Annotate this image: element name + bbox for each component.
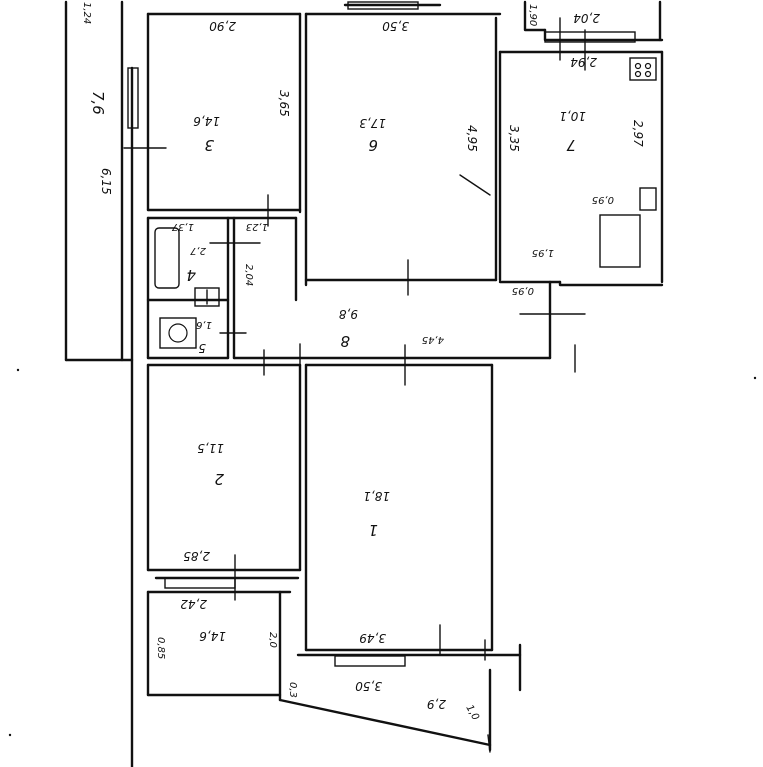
room-4-number: 4 <box>186 266 196 284</box>
dim-top-right-upper: 2,04 <box>573 11 600 25</box>
dim-small-a: 0,3 <box>287 682 298 698</box>
walls <box>64 0 664 767</box>
room-5-number: 5 <box>198 341 206 355</box>
dim-kitchen-small-b: 1,95 <box>532 247 554 258</box>
room-8-area: 9,8 <box>339 307 358 321</box>
room-1-number: 1 <box>368 521 378 539</box>
dim-room2-width: 2,85 <box>183 549 210 563</box>
room-labels: 1 18,1 2 11,5 3 14,6 6 17,3 7 10,1 8 9,8… <box>89 91 586 539</box>
dim-loggia-length: 6,15 <box>99 168 113 195</box>
windows-and-ticks <box>8 1 757 753</box>
dim-bath-width: 1,37 <box>171 221 194 232</box>
room-6-number: 6 <box>368 136 378 154</box>
dim-room3-height: 3,65 <box>277 90 291 117</box>
dim-hall-step: 0,95 <box>512 285 534 296</box>
dim-top-right-width: 2,94 <box>570 55 597 69</box>
room-7-area: 10,1 <box>559 109 586 123</box>
dim-hall-length: 4,45 <box>422 334 444 345</box>
dim-room1-width: 3,49 <box>359 631 386 645</box>
dim-top-mid-width: 3,50 <box>382 19 409 33</box>
dim-loggia-width: 1,24 <box>81 2 92 24</box>
dim-balcony-area: 14,6 <box>199 629 226 643</box>
room-3-area: 14,6 <box>193 114 220 128</box>
dim-top-left-width: 2,90 <box>209 19 236 33</box>
dim-small-b: 1,0 <box>463 703 480 722</box>
loggia-left-area: 7,6 <box>89 91 107 115</box>
dim-balcony2-length: 3,50 <box>355 679 382 693</box>
room-3-number: 3 <box>204 136 214 154</box>
dim-balcony-side: 0,85 <box>155 637 166 659</box>
dim-balcony-width: 2,42 <box>180 597 207 611</box>
dim-room6-height: 4,95 <box>465 125 479 152</box>
room-2-area: 11,5 <box>197 441 224 455</box>
room-1-area: 18,1 <box>363 489 390 503</box>
dim-kitchen-small-a: 0,95 <box>592 194 614 205</box>
dim-wc-width: 1,23 <box>246 221 268 232</box>
dim-top-far-right: 1,90 <box>527 4 538 26</box>
room-4-area: 2,7 <box>189 245 206 256</box>
room-2-number: 2 <box>214 470 224 488</box>
room-6-area: 17,3 <box>359 116 386 130</box>
room-7-number: 7 <box>566 136 576 154</box>
dim-room7-height-left: 3,35 <box>507 125 521 152</box>
room-8-number: 8 <box>340 332 350 350</box>
dim-balcony-height: 2,0 <box>267 632 278 648</box>
dim-balcony2-width: 2,9 <box>427 697 446 711</box>
dim-bath-height: 2,04 <box>243 264 254 286</box>
dim-room7-height-right: 2,97 <box>631 120 645 147</box>
dimension-labels: 2,90 3,50 2,94 2,04 1,90 3,65 4,95 3,35 … <box>81 2 645 722</box>
room-5-area: 1,6 <box>196 319 212 330</box>
